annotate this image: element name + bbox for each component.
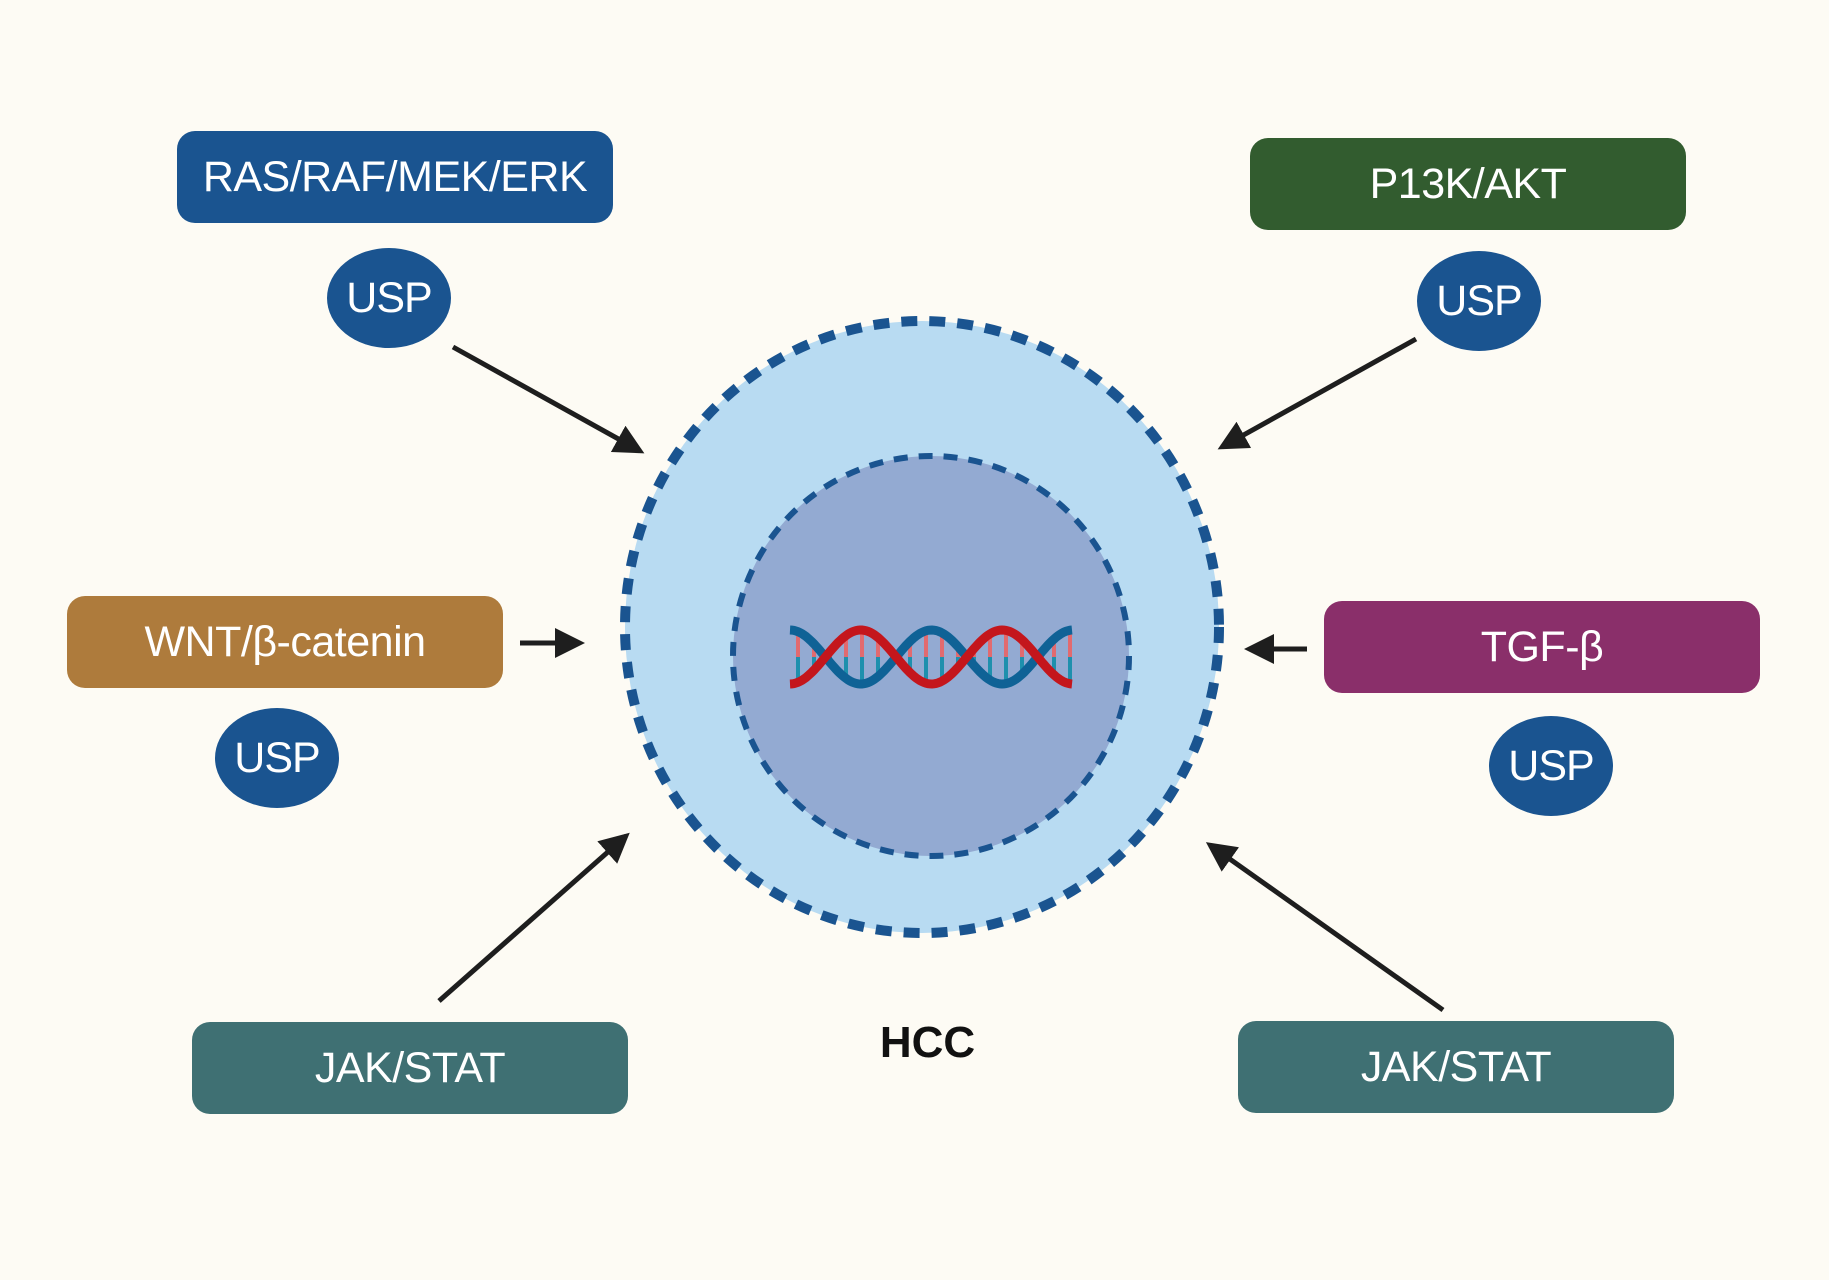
- pathway-label: TGF-β: [1480, 622, 1604, 671]
- usp-label: USP: [346, 273, 432, 322]
- arrow-pi3k-to-cell: [1217, 336, 1418, 450]
- usp-badge-wnt: USP: [215, 708, 339, 808]
- usp-badge-pi3k: USP: [1417, 251, 1541, 351]
- dna-helix-icon: [789, 625, 1073, 689]
- pathway-ras-raf-mek-erk: RAS/RAF/MEK/ERK: [177, 131, 613, 223]
- usp-badge-ras: USP: [327, 248, 451, 348]
- pathway-jak-stat-right: JAK/STAT: [1238, 1021, 1674, 1113]
- usp-label: USP: [1436, 276, 1522, 325]
- usp-badge-tgf: USP: [1489, 716, 1613, 816]
- usp-label: USP: [234, 733, 320, 782]
- dna-strand-blue: [789, 625, 1073, 689]
- pathway-jak-stat-left: JAK/STAT: [192, 1022, 628, 1114]
- arrow-ras-to-cell: [451, 344, 645, 454]
- pathway-label: JAK/STAT: [314, 1043, 506, 1092]
- pathway-label: P13K/AKT: [1369, 159, 1567, 208]
- pathway-pi3k-akt: P13K/AKT: [1250, 138, 1686, 230]
- dna-strand-red: [789, 625, 1073, 689]
- nucleus: [730, 453, 1132, 859]
- pathway-label: WNT/β-catenin: [144, 617, 426, 666]
- arrow-jak-left-to-cell: [437, 832, 630, 1003]
- hcc-label: HCC: [879, 1018, 976, 1067]
- pathway-wnt-beta-catenin: WNT/β-catenin: [67, 596, 503, 688]
- pathway-label: JAK/STAT: [1360, 1042, 1552, 1091]
- arrow-jak-right-to-cell: [1205, 842, 1445, 1013]
- usp-label: USP: [1508, 741, 1594, 790]
- hcc-cell: [620, 316, 1224, 938]
- pathway-label: RAS/RAF/MEK/ERK: [202, 152, 588, 201]
- pathway-tgf-beta: TGF-β: [1324, 601, 1760, 693]
